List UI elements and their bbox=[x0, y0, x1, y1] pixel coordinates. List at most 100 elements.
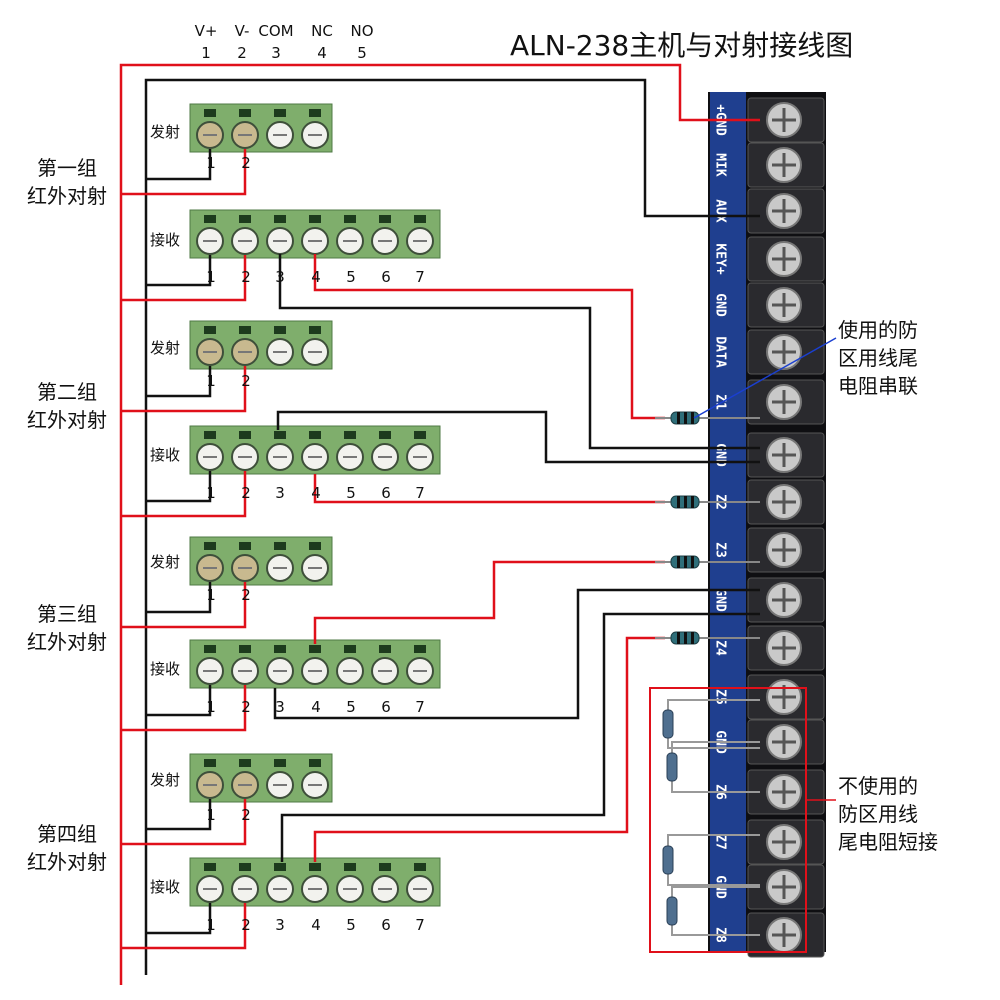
g2-tx-num-1: 1 bbox=[206, 372, 216, 390]
host-terminal-label: AUX bbox=[713, 199, 728, 223]
resistor-z4-band bbox=[684, 632, 687, 644]
top-label-vplus: V+ bbox=[194, 22, 218, 40]
g2-rx-num-3: 3 bbox=[275, 484, 285, 502]
resistor-z6-body bbox=[666, 752, 678, 782]
group-4-receiver-terminal-slot bbox=[344, 863, 356, 871]
group-3-rx-label: 接收 bbox=[150, 660, 181, 678]
tap-positive-tx-4 bbox=[121, 799, 247, 846]
tap-negative-tx-1 bbox=[146, 149, 212, 181]
g2-rx-num-5: 5 bbox=[346, 484, 356, 502]
host-terminal: GND bbox=[713, 282, 825, 328]
g1-rx-num-2: 2 bbox=[241, 268, 251, 286]
g3-rx-num-3: 3 bbox=[275, 698, 285, 716]
g1-rx-num-6: 6 bbox=[381, 268, 391, 286]
g3-com-to-gnd bbox=[273, 588, 760, 720]
resistor-z4 bbox=[655, 631, 760, 645]
host-terminal: DATA bbox=[713, 329, 825, 375]
group-1-receiver bbox=[189, 209, 441, 259]
resistor-z1-band bbox=[684, 412, 687, 424]
top-num-3: 3 bbox=[271, 44, 281, 62]
group-2-transmitter-terminal-slot bbox=[309, 326, 321, 334]
group-2-receiver-terminal-slot bbox=[379, 431, 391, 439]
host-terminal-label: Z5 bbox=[713, 689, 728, 705]
diagram-title: ALN-238主机与对射接线图 bbox=[510, 29, 854, 62]
group-2-receiver-terminal-slot bbox=[344, 431, 356, 439]
group-3-transmitter-terminal-slot bbox=[309, 542, 321, 550]
note-unused-line3: 尾电阻短接 bbox=[838, 830, 938, 854]
group-2-receiver-terminal-slot bbox=[274, 431, 286, 439]
tap-positive-tx-3 bbox=[121, 582, 247, 629]
group-1-receiver-terminal-slot bbox=[204, 215, 216, 223]
g3-rx-num-4: 4 bbox=[311, 698, 321, 716]
group-3-receiver-terminal-slot bbox=[379, 645, 391, 653]
g2-rx-num-7: 7 bbox=[415, 484, 425, 502]
host-terminal: +GND bbox=[713, 97, 825, 143]
tap-negative-rx-1 bbox=[146, 255, 212, 287]
group-4-label: 第四组 红外对射 bbox=[12, 820, 122, 876]
g1-rx-num-5: 5 bbox=[346, 268, 356, 286]
bus-power-positive bbox=[119, 63, 760, 985]
group-1-transmitter-terminal-slot bbox=[239, 109, 251, 117]
g1-tx-num-1: 1 bbox=[206, 154, 216, 172]
group-3-transmitter-terminal-slot bbox=[204, 542, 216, 550]
group-4-receiver-terminal-slot bbox=[204, 863, 216, 871]
bus-power-negative bbox=[144, 78, 760, 975]
group-1-label: 第一组 红外对射 bbox=[12, 154, 122, 210]
group-2-receiver-terminal-slot bbox=[309, 431, 321, 439]
g1-rx-num-4: 4 bbox=[311, 268, 321, 286]
tap-positive-rx-3 bbox=[121, 685, 247, 732]
g2-rx-num-4: 4 bbox=[311, 484, 321, 502]
resistor-z2-band bbox=[677, 496, 680, 508]
host-terminal: Z2 bbox=[713, 479, 825, 525]
g2-rx-num-6: 6 bbox=[381, 484, 391, 502]
top-label-com: COM bbox=[258, 22, 294, 40]
host-board-label-strip bbox=[710, 92, 746, 952]
resistor-z1 bbox=[655, 411, 760, 425]
host-terminal-label: Z7 bbox=[713, 834, 728, 850]
resistor-z4-band bbox=[691, 632, 694, 644]
resistor-z1-band bbox=[691, 412, 694, 424]
group-1-transmitter-terminal-slot bbox=[204, 109, 216, 117]
group-1-label-line2: 红外对射 bbox=[27, 184, 107, 208]
tap-negative-rx-3 bbox=[146, 685, 212, 717]
g3-rx-num-5: 5 bbox=[346, 698, 356, 716]
host-terminal: Z1 bbox=[713, 379, 825, 425]
group-2-label-line1: 第二组 bbox=[37, 380, 97, 404]
group-3-label-line2: 红外对射 bbox=[27, 630, 107, 654]
group-3-label: 第三组 红外对射 bbox=[12, 600, 122, 656]
group-3-tx-label: 发射 bbox=[150, 553, 181, 571]
g4-rx-num-3: 3 bbox=[275, 916, 285, 934]
group-2-transmitter-terminal-slot bbox=[239, 326, 251, 334]
g2-nc-to-z2 bbox=[313, 474, 665, 504]
group-2-transmitter-terminal-slot bbox=[204, 326, 216, 334]
group-1-receiver-terminal-slot bbox=[414, 215, 426, 223]
host-terminal: KEY+ bbox=[713, 236, 825, 282]
group-3-transmitter-terminal-slot bbox=[239, 542, 251, 550]
note-used-line3: 电阻串联 bbox=[838, 374, 918, 398]
host-terminal-label: Z4 bbox=[713, 640, 728, 656]
group-4-rx-label: 接收 bbox=[150, 878, 181, 896]
tap-positive-rx-1 bbox=[121, 255, 247, 302]
group-3-transmitter bbox=[189, 536, 333, 586]
host-terminal: GND bbox=[713, 577, 825, 623]
group-1-receiver-terminal-slot bbox=[344, 215, 356, 223]
tap-negative-rx-4 bbox=[146, 903, 212, 935]
host-terminal-label: KEY+ bbox=[713, 243, 728, 274]
resistor-z8 bbox=[666, 886, 760, 936]
group-1-transmitter-terminal-slot bbox=[309, 109, 321, 117]
resistor-z7-body bbox=[662, 845, 674, 875]
g4-com-to-gnd bbox=[280, 612, 760, 862]
tap-negative-tx-4 bbox=[146, 799, 212, 831]
host-terminal: Z4 bbox=[713, 625, 825, 671]
g3-tx-num-2: 2 bbox=[241, 586, 251, 604]
group-1-receiver-terminal-slot bbox=[379, 215, 391, 223]
host-terminal-label: DATA bbox=[713, 336, 728, 367]
g1-com-to-gnd bbox=[278, 254, 760, 450]
group-3-receiver-terminal-slot bbox=[414, 645, 426, 653]
tap-negative-tx-2 bbox=[146, 366, 212, 398]
note-used-pointer bbox=[693, 337, 837, 419]
g3-nc-to-z3 bbox=[313, 560, 665, 644]
resistor-z3 bbox=[655, 555, 760, 569]
tap-positive-tx-1 bbox=[121, 149, 247, 196]
